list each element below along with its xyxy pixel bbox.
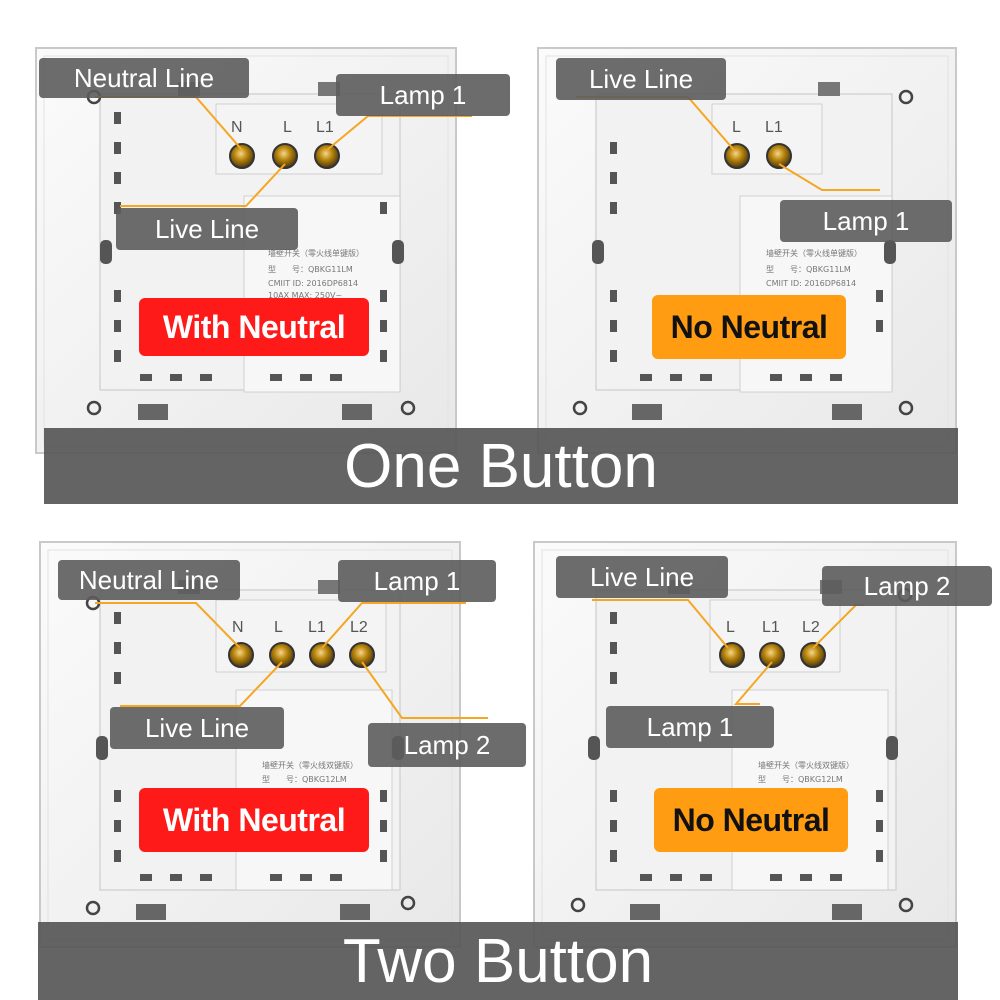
product-label-text: 型 号：QBKG11LM bbox=[766, 265, 851, 274]
panel-one-button-no-neutral: L L1 墙壁开关（零火线单键版） 型 号：QBKG11LM CMIIT ID:… bbox=[537, 47, 957, 454]
product-label-text: CMIIT ID: 2016DP6814 bbox=[766, 279, 856, 288]
callout-lamp-2: Lamp 2 bbox=[368, 723, 526, 767]
terminal-label: L1 bbox=[316, 119, 334, 136]
callout-lamp-1: Lamp 1 bbox=[606, 706, 774, 748]
terminal-label: L bbox=[274, 619, 283, 636]
callout-neutral-line: Neutral Line bbox=[58, 560, 240, 600]
with-neutral-badge: With Neutral bbox=[139, 788, 369, 852]
product-label-text: 墙壁开关（零火线单键版） bbox=[766, 248, 862, 258]
terminal-label: L2 bbox=[802, 619, 820, 636]
product-label-text: 10AX MAX: 250V~ bbox=[268, 291, 342, 300]
terminal-label: L1 bbox=[765, 119, 783, 136]
terminal-label: N bbox=[231, 119, 243, 136]
callout-lamp-1: Lamp 1 bbox=[780, 200, 952, 242]
product-label-text: CMIIT ID: 2016DP6814 bbox=[268, 279, 358, 288]
no-neutral-badge: No Neutral bbox=[654, 788, 848, 852]
callout-live-line: Live Line bbox=[556, 556, 728, 598]
callout-live-line: Live Line bbox=[110, 707, 284, 749]
callout-lamp-2: Lamp 2 bbox=[822, 566, 992, 606]
product-label-text: 型 号：QBKG12LM bbox=[262, 775, 347, 784]
product-label-text: 型 号：QBKG12LM bbox=[758, 775, 843, 784]
product-label-text: 墙壁开关（零火线双键版） bbox=[262, 760, 358, 770]
callout-lamp-1: Lamp 1 bbox=[336, 74, 510, 116]
terminal-label: L bbox=[732, 119, 741, 136]
terminal-label: L bbox=[726, 619, 735, 636]
callout-lamp-1: Lamp 1 bbox=[338, 560, 496, 602]
one-button-banner: One Button bbox=[44, 428, 958, 504]
no-neutral-badge: No Neutral bbox=[652, 295, 846, 359]
terminal-label: L1 bbox=[308, 619, 326, 636]
product-label-text: 型 号：QBKG11LM bbox=[268, 265, 353, 274]
two-button-banner: Two Button bbox=[38, 922, 958, 1000]
terminal-label: L2 bbox=[350, 619, 368, 636]
terminal-label: L1 bbox=[762, 619, 780, 636]
product-label-text: 墙壁开关（零火线双键版） bbox=[758, 760, 854, 770]
product-label-text: 墙壁开关（零火线单键版） bbox=[268, 248, 364, 258]
terminal-label: L bbox=[283, 119, 292, 136]
with-neutral-badge: With Neutral bbox=[139, 298, 369, 356]
terminal-label: N bbox=[232, 619, 244, 636]
callout-live-line: Live Line bbox=[556, 58, 726, 100]
callout-neutral-line: Neutral Line bbox=[39, 58, 249, 98]
callout-live-line: Live Line bbox=[116, 208, 298, 250]
